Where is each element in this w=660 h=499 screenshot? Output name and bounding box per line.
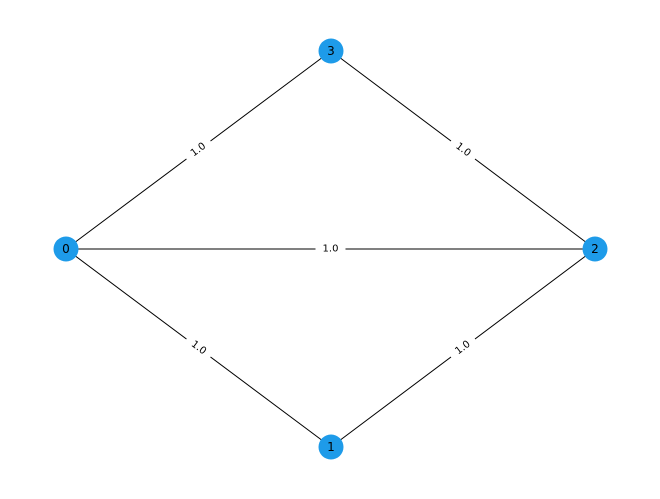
edge-label-background <box>446 333 480 363</box>
edge-label-text: 1.0 <box>323 244 339 255</box>
edge-label-background <box>315 241 346 257</box>
edge-label-0-3: 1.0 <box>181 135 216 165</box>
edge-label-1-2: 1.0 <box>446 333 480 363</box>
edge-label-3-2: 1.0 <box>446 135 480 165</box>
edge-label-background <box>181 333 216 363</box>
graph-node-2 <box>582 236 608 262</box>
edge-label-0-1: 1.0 <box>181 333 216 363</box>
edge-label-0-2: 1.0 <box>315 241 346 257</box>
graph-node-0 <box>53 236 79 262</box>
edge-label-background <box>181 135 216 165</box>
graph-node-3 <box>318 38 344 64</box>
graph-node-1 <box>318 434 344 460</box>
edge-label-background <box>446 135 480 165</box>
